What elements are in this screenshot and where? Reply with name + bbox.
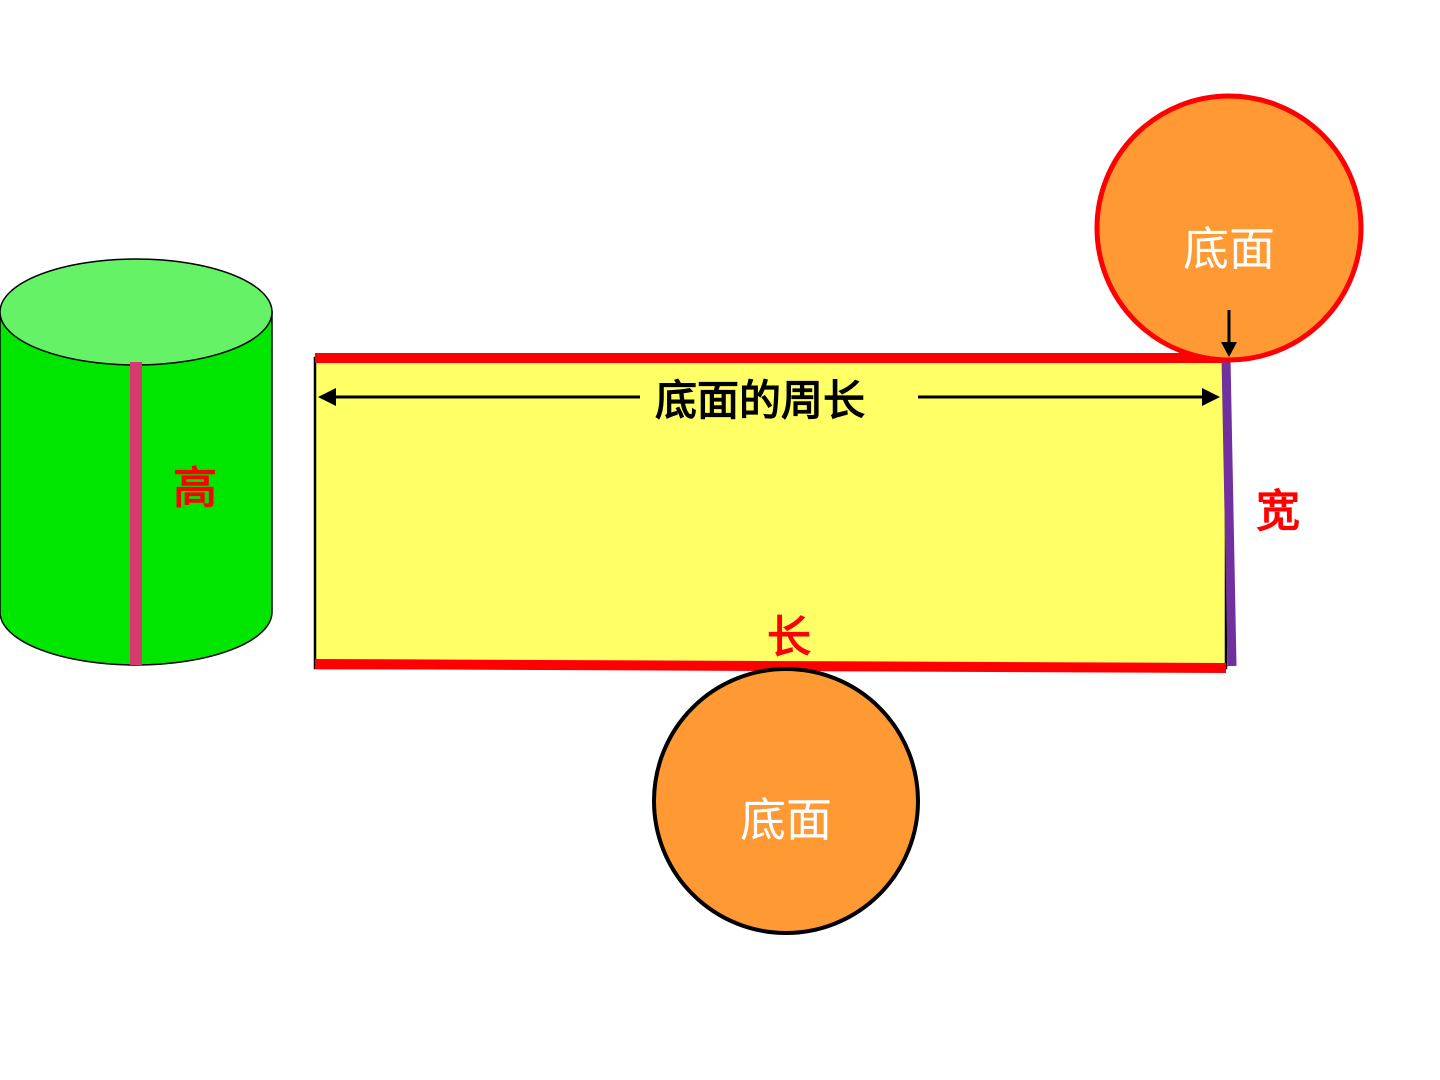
top-circle-label: 底面 bbox=[1183, 222, 1275, 276]
bottom-circle-shape bbox=[652, 667, 920, 935]
circumference-arrowhead-left bbox=[318, 388, 336, 406]
rectangle-body bbox=[313, 356, 1228, 670]
bottom-base-circle: 底面 bbox=[652, 667, 920, 935]
length-label: 长 bbox=[767, 612, 811, 663]
cylinder-top-ellipse bbox=[0, 258, 273, 366]
bottom-circle-label: 底面 bbox=[740, 793, 832, 847]
cylinder: 高 bbox=[0, 258, 273, 666]
net-rectangle bbox=[313, 353, 1237, 673]
circumference-arrowhead-right bbox=[1202, 388, 1220, 406]
top-circle-pointer-arrowhead bbox=[1221, 342, 1237, 357]
width-label: 宽 bbox=[1256, 486, 1300, 537]
rectangle-width-edge bbox=[1221, 357, 1237, 667]
top-base-circle: 底面 bbox=[1094, 93, 1364, 363]
rectangle-bottom-edge bbox=[314, 659, 1227, 673]
circumference-dimension: 底面的周长 bbox=[318, 376, 1220, 425]
circumference-label: 底面的周长 bbox=[655, 376, 865, 425]
top-circle-shape bbox=[1094, 93, 1364, 363]
cylinder-height-label: 高 bbox=[173, 463, 217, 514]
